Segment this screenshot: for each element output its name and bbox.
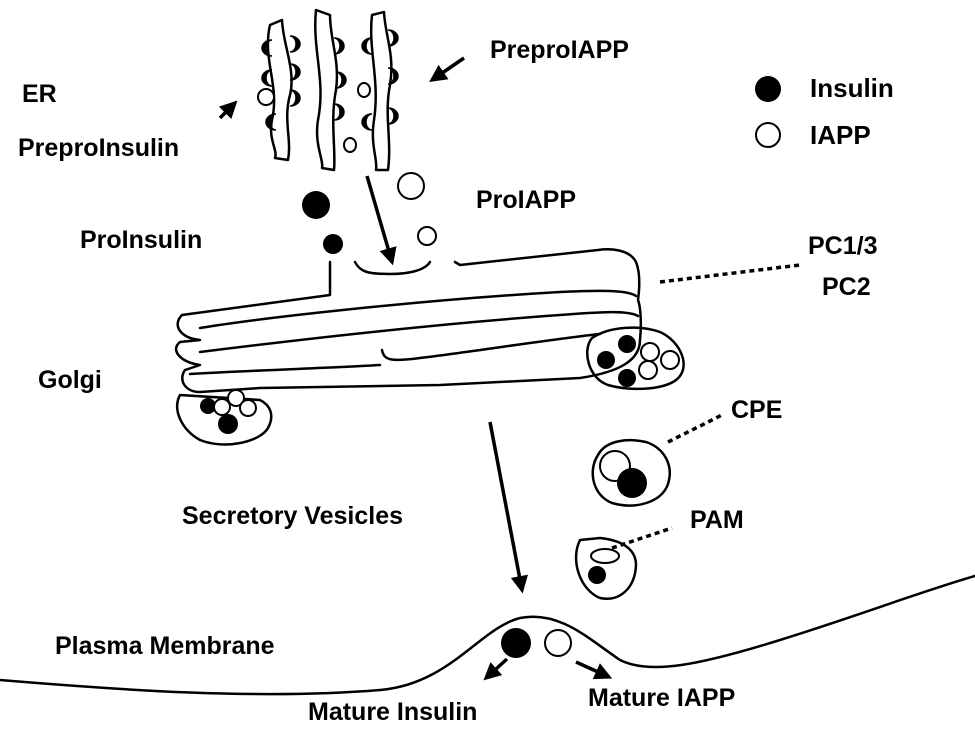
insulin-granule xyxy=(289,63,301,81)
iapp-granule xyxy=(343,137,357,153)
iapp-granule xyxy=(257,88,275,106)
iapp-granule xyxy=(213,398,231,416)
iapp-granule xyxy=(640,342,660,362)
mature-iapp-granule xyxy=(544,629,572,657)
label-cpe: CPE xyxy=(731,396,783,424)
golgi-cisterna-2 xyxy=(198,310,640,354)
golgi-stack-outline xyxy=(174,248,643,394)
er-tube-1 xyxy=(266,18,293,162)
pam-pointer xyxy=(611,526,673,550)
insulin-granule xyxy=(617,468,647,498)
label-plasma-membrane: Plasma Membrane xyxy=(55,632,275,660)
golgi-to-membrane-arrow xyxy=(488,421,528,594)
iapp-granule xyxy=(227,389,245,407)
iapp-granule xyxy=(590,548,620,564)
er-tube-2 xyxy=(314,8,339,172)
insulin-granule xyxy=(597,351,615,369)
er-to-golgi-arrow xyxy=(365,175,397,266)
proiapp-granule-large xyxy=(397,172,425,200)
cpe-pointer xyxy=(667,413,723,444)
label-er: ER xyxy=(22,80,57,108)
iapp-granule xyxy=(357,82,371,98)
iapp-granule xyxy=(638,360,658,380)
label-pc13: PC1/3 xyxy=(808,232,878,260)
label-pro-iapp: ProIAPP xyxy=(476,186,577,214)
iapp-granule xyxy=(660,350,680,370)
insulin-granule xyxy=(387,29,399,47)
legend-iapp-label: IAPP xyxy=(810,120,871,150)
insulin-granule xyxy=(335,71,347,89)
plasma-membrane-line xyxy=(0,574,975,696)
proinsulin-granule-small xyxy=(323,234,343,254)
golgi-bridge xyxy=(353,260,432,276)
label-pro-insulin: ProInsulin xyxy=(80,226,203,254)
er-tube-3 xyxy=(369,10,393,172)
label-mature-insulin: Mature Insulin xyxy=(308,698,478,726)
label-prepro-insulin: PreproInsulin xyxy=(18,134,180,162)
prepro-iapp-arrow xyxy=(429,56,465,82)
iapp-granule xyxy=(239,399,257,417)
insulin-granule xyxy=(588,566,606,584)
insulin-granule xyxy=(618,335,636,353)
insulin-granule xyxy=(261,69,273,87)
secretory-vesicle-1 xyxy=(591,438,671,507)
golgi-right-vesicle xyxy=(586,326,685,391)
insulin-granule xyxy=(289,35,301,53)
insulin-granule xyxy=(361,113,373,131)
insulin-granule xyxy=(361,37,373,55)
label-secretory-vesicles: Secretory Vesicles xyxy=(182,502,403,530)
insulin-granule xyxy=(333,103,345,121)
mature-iapp-arrow xyxy=(575,660,613,680)
insulin-granule xyxy=(200,398,216,414)
golgi-cisterna-3 xyxy=(380,332,602,362)
label-pc2: PC2 xyxy=(822,273,871,301)
insulin-granule xyxy=(218,414,238,434)
label-golgi: Golgi xyxy=(38,366,102,394)
insulin-granule xyxy=(261,39,273,57)
insulin-granule xyxy=(265,113,277,131)
label-prepro-iapp: PreproIAPP xyxy=(490,36,629,64)
legend-iapp-symbol xyxy=(755,122,781,148)
insulin-granule xyxy=(618,369,636,387)
insulin-granule xyxy=(333,37,345,55)
proinsulin-granule-large xyxy=(302,191,330,219)
insulin-granule xyxy=(387,107,399,125)
legend-insulin-symbol xyxy=(755,76,781,102)
pc-enzyme-pointer xyxy=(659,263,801,284)
legend-insulin-label: Insulin xyxy=(810,73,894,103)
golgi-left-vesicle xyxy=(175,393,273,446)
mature-insulin-granule xyxy=(501,628,531,658)
insulin-granule xyxy=(289,89,301,107)
label-mature-iapp: Mature IAPP xyxy=(588,684,736,712)
er-arrow xyxy=(218,100,238,120)
mature-insulin-arrow xyxy=(483,657,509,681)
insulin-granule xyxy=(387,67,399,85)
proiapp-granule-small xyxy=(417,226,437,246)
golgi-cisterna-1 xyxy=(198,289,638,330)
label-pam: PAM xyxy=(690,506,744,534)
golgi-cisterna-4 xyxy=(188,363,382,376)
secretory-vesicle-2 xyxy=(574,536,638,600)
